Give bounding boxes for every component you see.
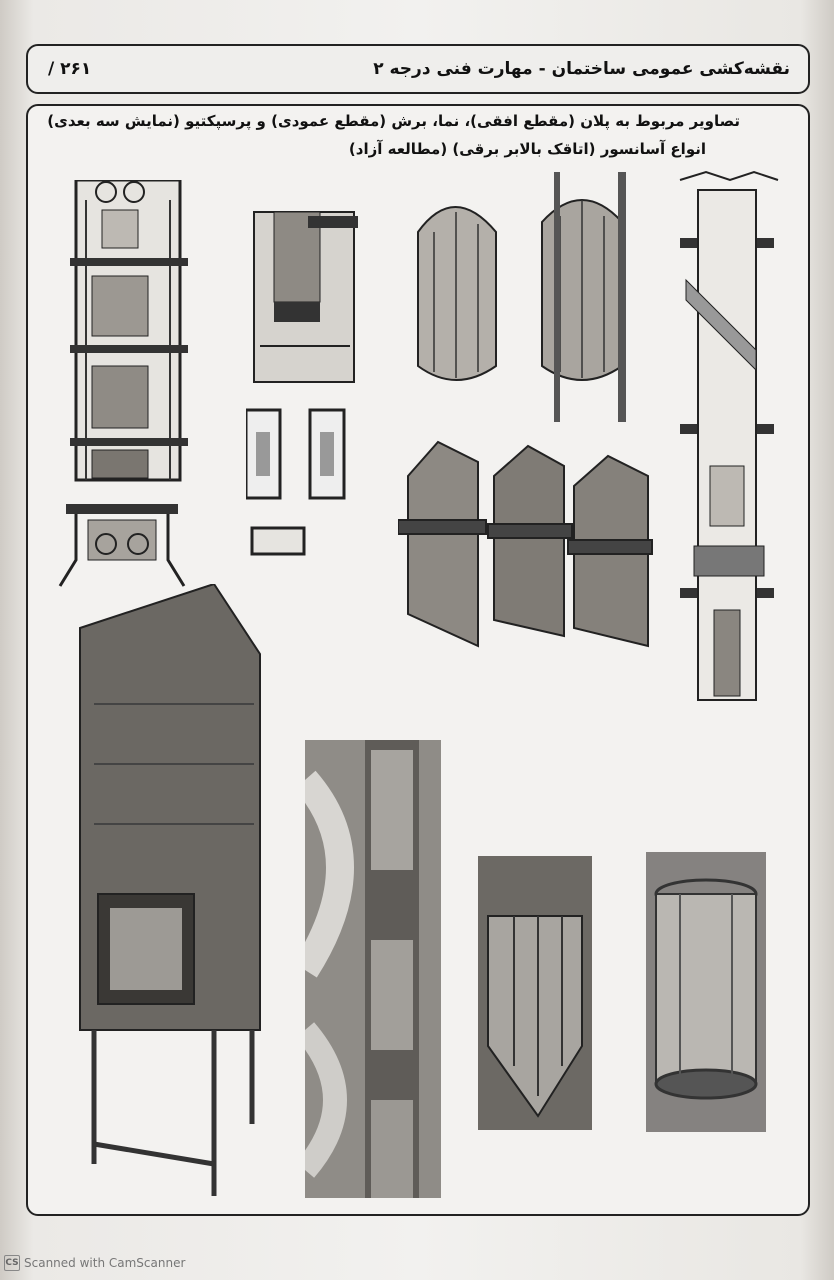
- perspective-cabins-drawing: [398, 436, 656, 664]
- elevator-section-drawing: [246, 206, 364, 562]
- caption-line-2: انواع آسانسور (اتاقک بالابر برقی) (مطالع…: [348, 140, 706, 158]
- header-title: نقشه‌کشی عمومی ساختمان - مهارت فنی درجه …: [373, 59, 790, 79]
- elevator-plan-drawing: [56, 500, 188, 590]
- stair-and-elevator-elevation-drawing: [676, 170, 782, 708]
- scanner-watermark: CS Scanned with CamScanner: [4, 1255, 185, 1271]
- elevator-elevation-drawing: [62, 180, 192, 490]
- industrial-elevator-photo: [74, 584, 264, 1206]
- cylindrical-glass-cabin-photo: [646, 852, 766, 1132]
- panoramic-cabin-photo: [478, 856, 592, 1130]
- scanner-text: Scanned with CamScanner: [24, 1256, 186, 1270]
- glass-elevator-shaft-photo: [305, 740, 441, 1198]
- page-number: ۲۶۱ /: [48, 59, 92, 79]
- camscanner-logo-icon: CS: [4, 1255, 20, 1271]
- caption-line-1: تصاویر مربوط به پلان (مقطع افقی)، نما، ب…: [47, 112, 740, 130]
- page-header: نقشه‌کشی عمومی ساختمان - مهارت فنی درجه …: [26, 44, 810, 94]
- ornate-cylindrical-cabins-drawing: [404, 172, 640, 426]
